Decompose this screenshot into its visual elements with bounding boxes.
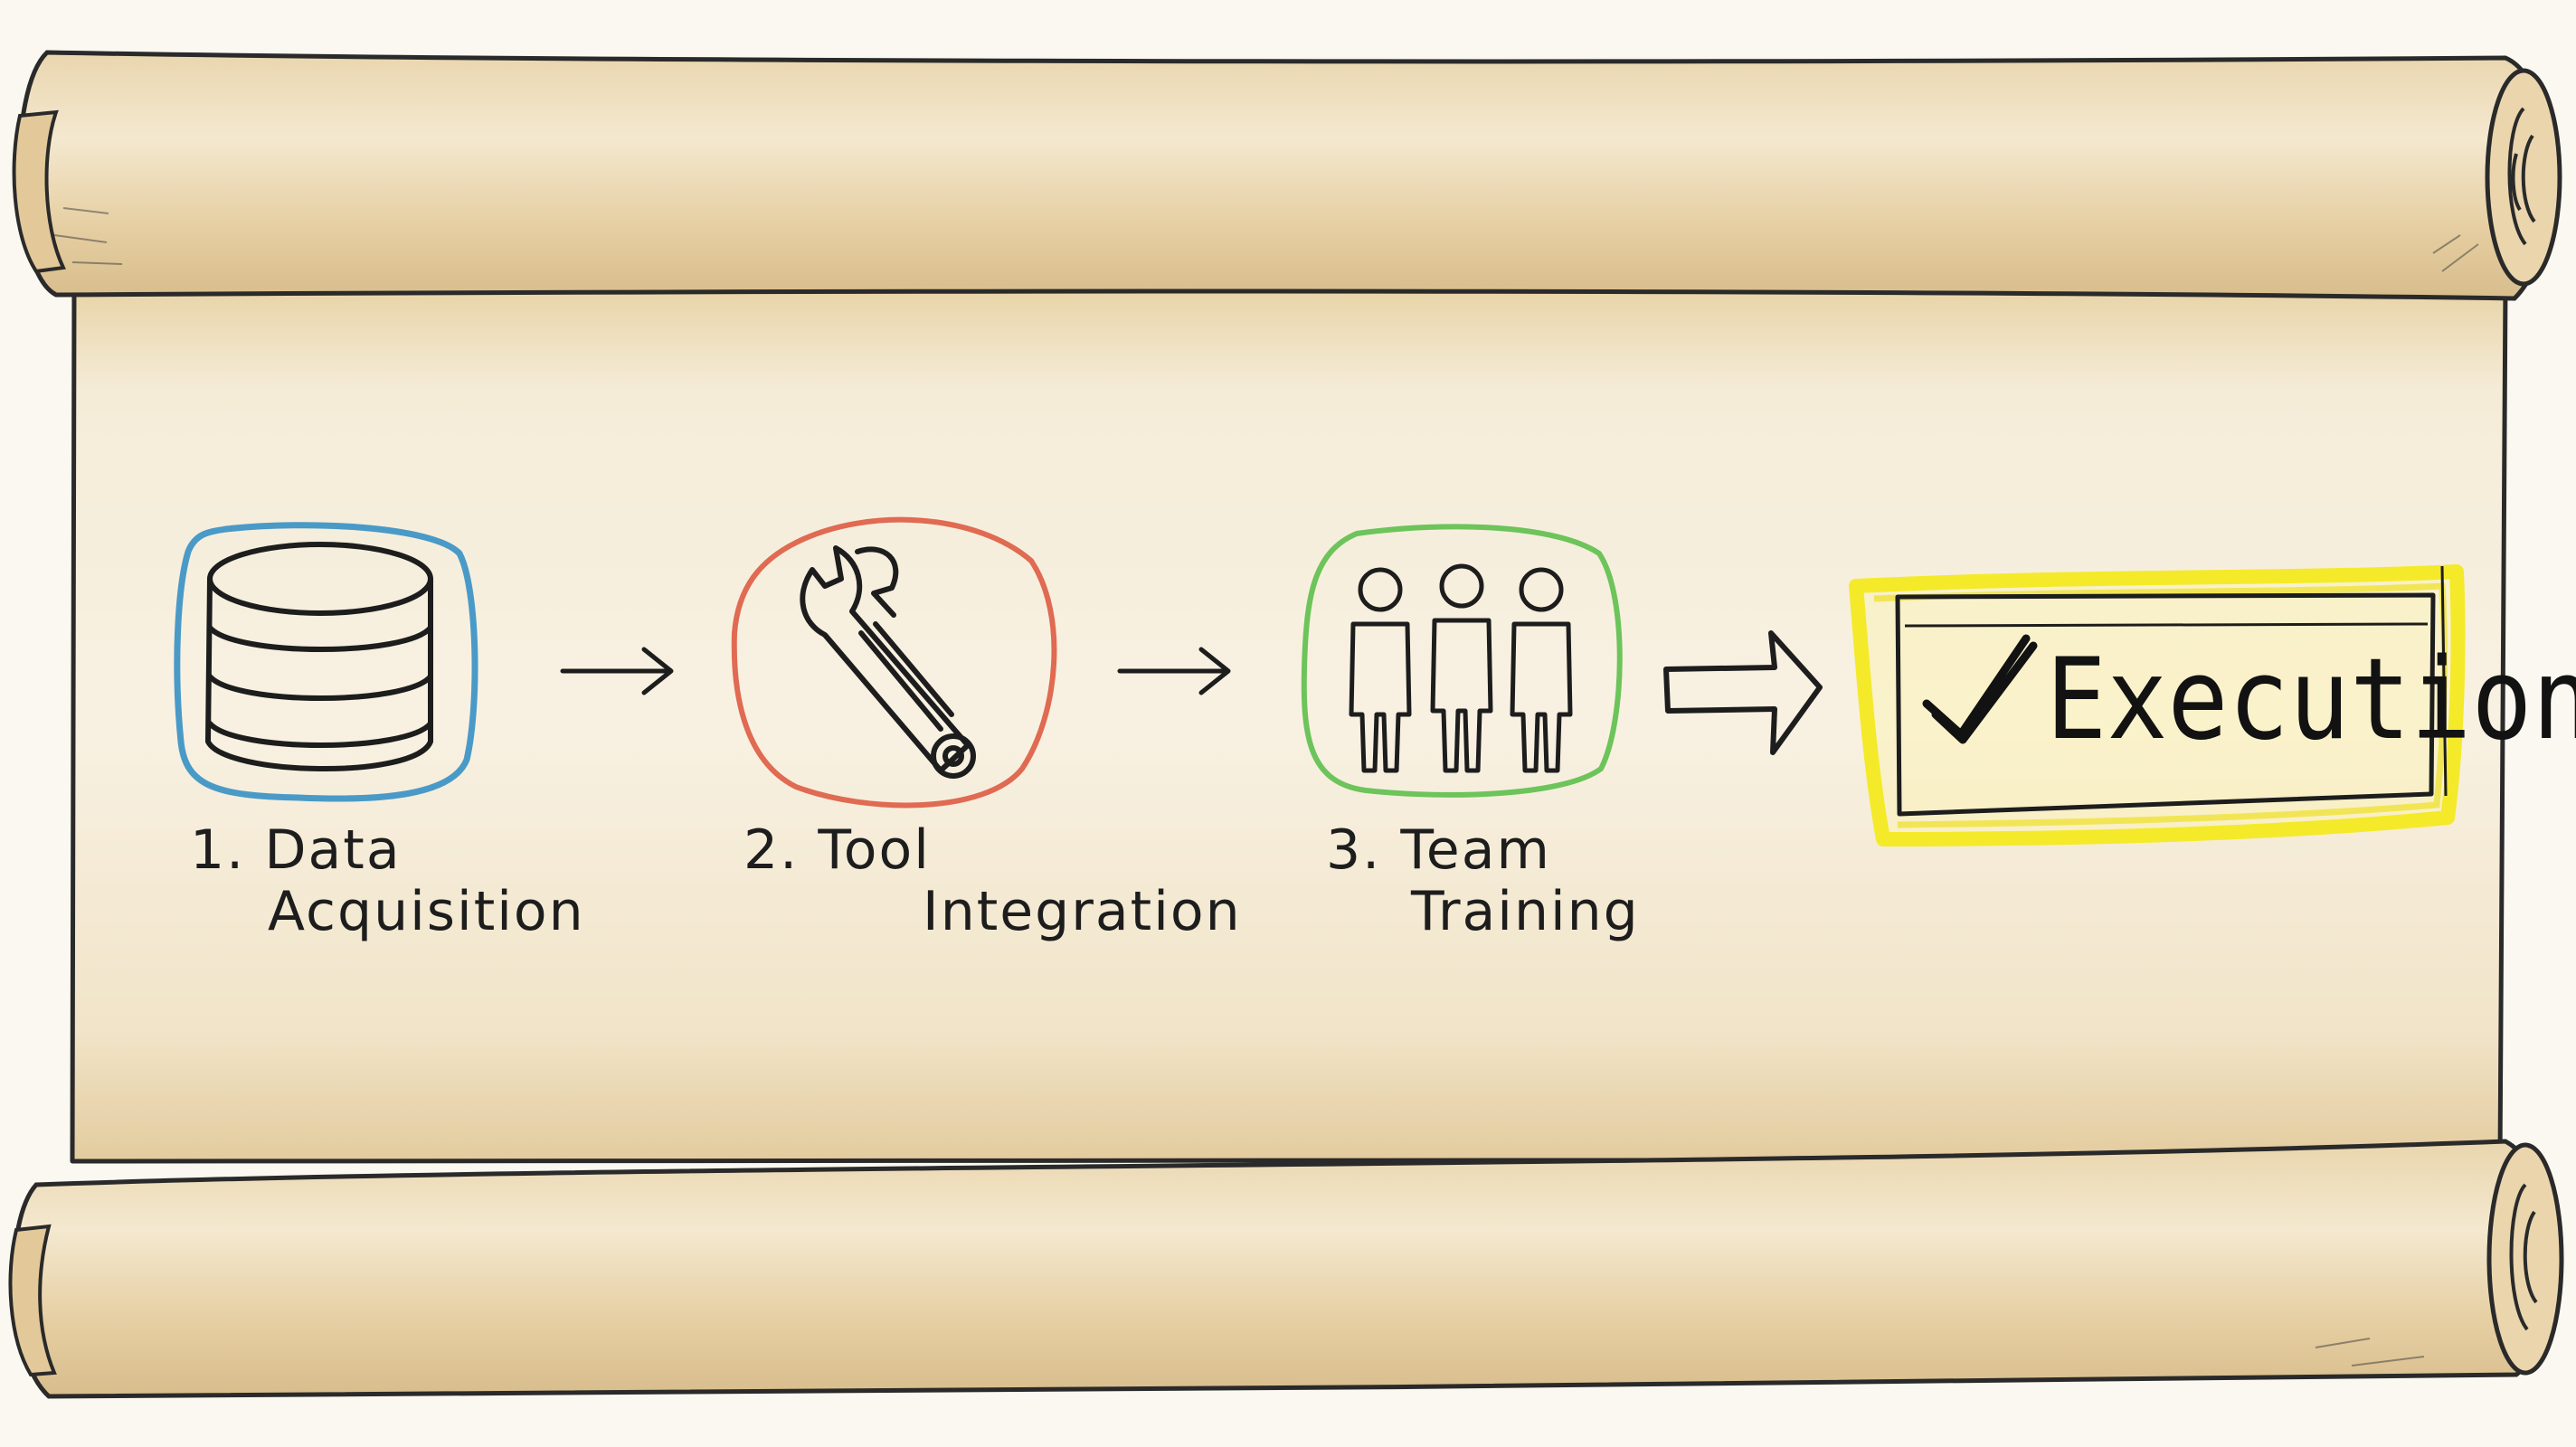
arrow-step2-to-step3 <box>1117 647 1231 695</box>
tool-integration-ring <box>731 516 1057 809</box>
step-3-icon-group <box>1301 524 1623 798</box>
execution-highlight <box>1856 572 2458 839</box>
step-2-label-line2: Integration <box>923 880 1242 943</box>
database-icon <box>205 542 433 771</box>
person-icon-center <box>1430 563 1493 773</box>
team-training-ring <box>1301 524 1623 798</box>
wrench-icon <box>800 545 976 779</box>
arrow-to-execution <box>1663 630 1823 755</box>
step-2-label-line1: 2. Tool <box>743 818 931 882</box>
step-1-label-line1: 1. Data <box>190 818 402 882</box>
execution-box-group <box>1849 564 2466 846</box>
execution-label: Execution <box>2046 635 2576 765</box>
step-3-label-line1: 3. Team <box>1326 818 1551 882</box>
top-scroll-roll <box>12 50 2562 301</box>
step-1-icon-group <box>174 522 478 802</box>
bottom-scroll-roll <box>8 1139 2564 1399</box>
step-3-label-line2: Training <box>1411 880 1640 943</box>
step-2-icon-group <box>731 516 1057 809</box>
team-icon <box>1349 563 1573 773</box>
person-icon-right <box>1510 567 1573 773</box>
person-icon-left <box>1349 567 1412 773</box>
checkmark-icon <box>1922 634 2038 744</box>
execution-box-border <box>1895 592 2436 817</box>
step-1-label-line2: Acquisition <box>268 880 585 943</box>
arrow-step1-to-step2 <box>560 647 674 695</box>
data-acquisition-ring <box>174 522 478 802</box>
